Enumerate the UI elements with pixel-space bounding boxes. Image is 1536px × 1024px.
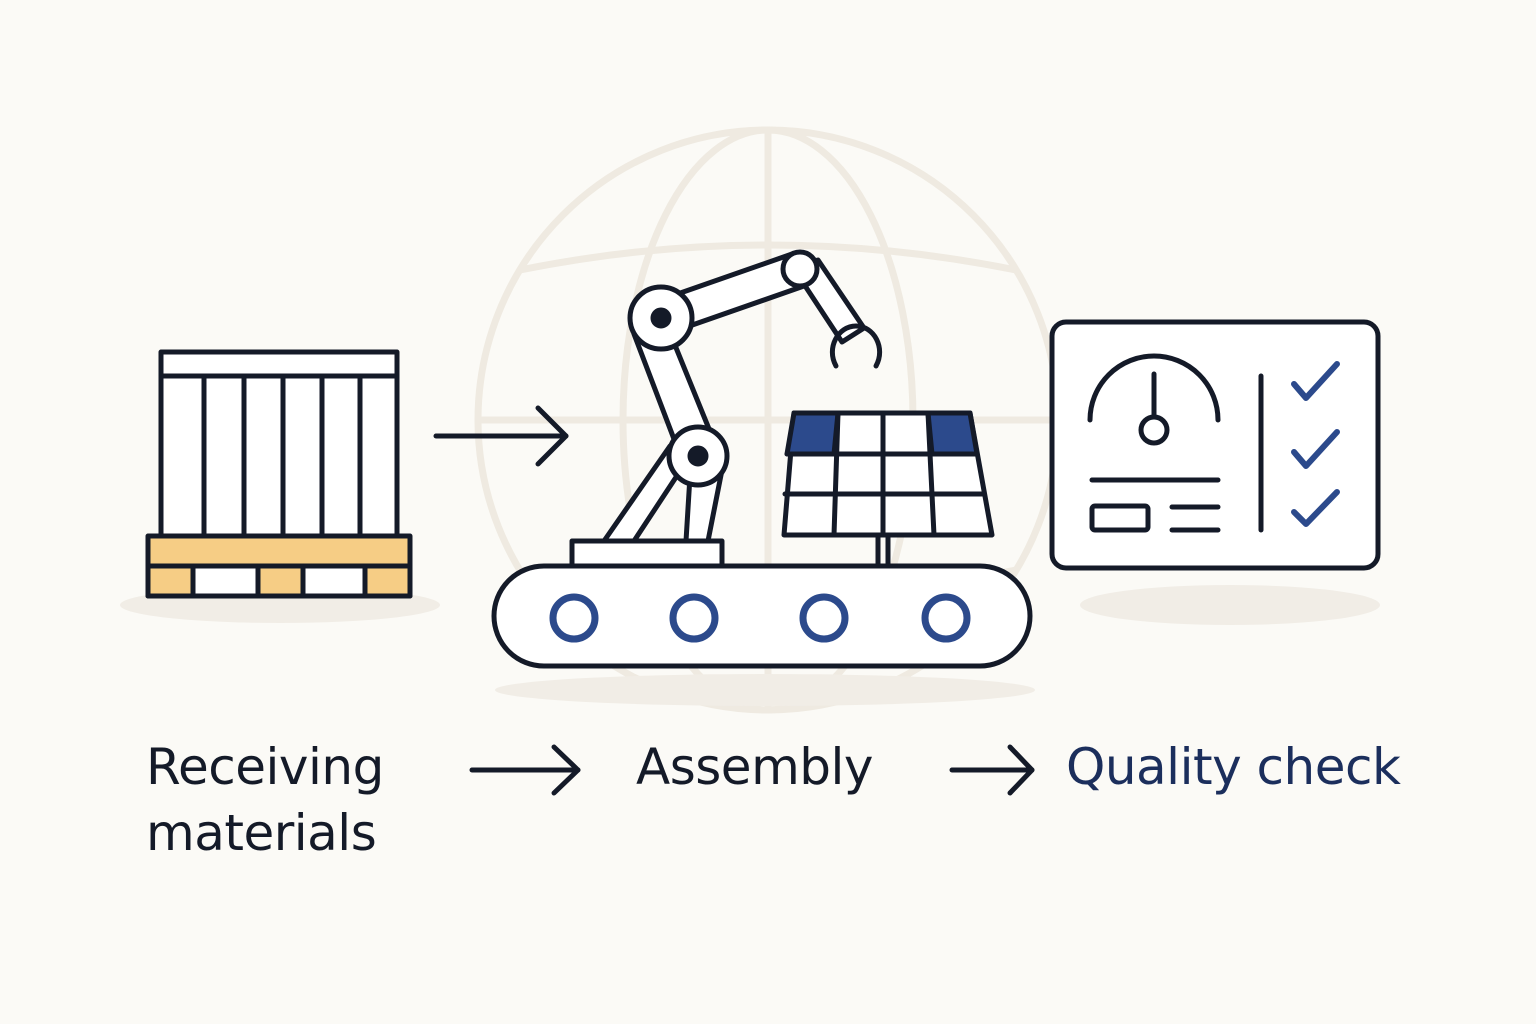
stage-label-assembly: Assembly [636, 738, 874, 796]
dashboard-checklist-icon [1049, 319, 1381, 571]
stage-label-receiving: Receiving materials [146, 734, 446, 866]
conveyor-rollers [549, 593, 971, 643]
robot-arm-conveyor-icon [491, 249, 1033, 669]
stage-label-line: Receiving [146, 738, 384, 796]
pallet-crate-icon [145, 349, 413, 599]
gauge-icon [1087, 353, 1221, 423]
arrow-icon [433, 405, 569, 467]
label-arrow-icon [949, 744, 1035, 796]
solar-panel-icon [781, 410, 995, 569]
ground-shadows [120, 585, 1380, 706]
stage-label-line: materials [146, 804, 377, 862]
checkmark-icons [1291, 361, 1340, 527]
label-arrow-icon [469, 744, 581, 796]
stage-label-quality-check: Quality check [1066, 738, 1401, 796]
